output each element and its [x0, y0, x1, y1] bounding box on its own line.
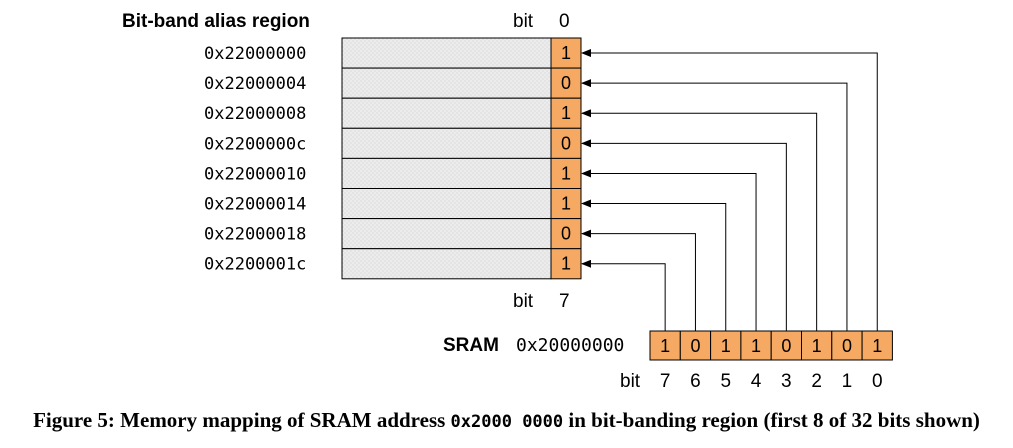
- mapping-arrow: [581, 79, 848, 331]
- sram-bit-index: 1: [842, 371, 853, 392]
- sram-bit-cell: [740, 330, 772, 361]
- sram-bit-index: 0: [872, 371, 883, 392]
- alias-row: 0x22000000 1: [204, 37, 582, 69]
- figure-caption: Figure 5: Memory mapping of SRAM address…: [0, 408, 1013, 433]
- alias-address: 0x22000000: [204, 44, 306, 64]
- sram-bit-cell: [770, 330, 803, 361]
- alias-row: 0x22000008 1: [204, 97, 582, 129]
- sram-bit-index: 5: [720, 371, 731, 392]
- sram-bit-value: 1: [660, 336, 670, 356]
- alias-bit-cell: [550, 188, 582, 220]
- top-bit-index: 0: [559, 11, 570, 32]
- alias-bit-cell: [550, 248, 582, 280]
- bottom-bit-index: 7: [559, 291, 570, 312]
- alias-bit-value: 1: [561, 43, 571, 63]
- alias-address: 0x22000010: [204, 164, 306, 184]
- alias-region-title: Bit-band alias region: [122, 11, 310, 32]
- sram-address: 0x20000000: [516, 335, 624, 356]
- alias-row: 0x2200000c 0: [204, 127, 582, 159]
- alias-address: 0x22000018: [204, 225, 306, 245]
- alias-row: 0x22000014 1: [204, 188, 582, 220]
- alias-address: 0x22000008: [204, 104, 306, 124]
- sram-bit-index: 2: [811, 371, 822, 392]
- alias-word-cell: [341, 218, 552, 250]
- sram-bit-value: 0: [690, 336, 700, 356]
- caption-address: 0x2000 0000: [450, 412, 564, 432]
- mapping-arrow: [581, 199, 727, 331]
- alias-row: 0x22000010 1: [204, 157, 582, 189]
- alias-row: 0x22000018 0: [204, 218, 582, 250]
- bottom-bit-label: bit: [513, 291, 534, 312]
- sram-bit-cell: [861, 330, 893, 361]
- alias-address: 0x2200001c: [204, 255, 306, 275]
- alias-word-cell: [341, 248, 552, 280]
- sram-bit-value: 1: [751, 336, 761, 356]
- alias-word-cell: [341, 127, 552, 159]
- alias-word-cell: [341, 97, 552, 129]
- caption-suffix: in bit-banding region (first 8 of 32 bit…: [563, 408, 980, 432]
- sram-bit-label: bit: [620, 371, 641, 392]
- sram-bit-value: 1: [721, 336, 731, 356]
- alias-word-cell: [341, 188, 552, 220]
- alias-bit-cell: [550, 37, 582, 69]
- sram-bit-value: 1: [812, 336, 822, 356]
- mapping-arrow: [581, 229, 696, 331]
- alias-address: 0x2200000c: [204, 134, 306, 154]
- alias-address: 0x22000014: [204, 195, 306, 215]
- mapping-arrow: [581, 49, 878, 331]
- sram-label: SRAM: [443, 335, 499, 356]
- alias-address: 0x22000004: [204, 74, 306, 94]
- mapping-arrow: [581, 139, 787, 331]
- alias-row: 0x22000004 0: [204, 67, 582, 99]
- sram-bit-value: 1: [872, 336, 882, 356]
- sram-bit-index: 7: [660, 371, 671, 392]
- mapping-arrow: [581, 259, 666, 331]
- sram-bit-index: 4: [751, 371, 762, 392]
- sram-bit-index: 3: [781, 371, 792, 392]
- sram-bit-cell: [679, 330, 712, 361]
- alias-bit-value: 1: [561, 194, 571, 214]
- alias-bit-value: 1: [561, 103, 571, 123]
- alias-word-cell: [341, 157, 552, 189]
- alias-word-cell: [341, 67, 552, 99]
- top-bit-label: bit: [513, 11, 534, 32]
- alias-bit-value: 0: [561, 224, 571, 244]
- mapping-arrows: [581, 49, 878, 331]
- sram-bit-value: 0: [842, 336, 852, 356]
- alias-bit-value: 0: [561, 133, 571, 153]
- alias-bit-value: 1: [561, 163, 571, 183]
- mapping-arrow: [581, 109, 818, 331]
- mapping-arrow: [581, 169, 757, 331]
- caption-prefix: Figure 5: Memory mapping of SRAM address: [33, 408, 451, 432]
- sram-bit-cell: [649, 330, 681, 361]
- alias-bit-value: 0: [561, 73, 571, 93]
- alias-row: 0x2200001c 1: [204, 248, 582, 280]
- sram-bit-value: 0: [781, 336, 791, 356]
- alias-word-cell: [341, 37, 552, 69]
- alias-bit-value: 1: [561, 254, 571, 274]
- sram-bit-index: 6: [690, 371, 701, 392]
